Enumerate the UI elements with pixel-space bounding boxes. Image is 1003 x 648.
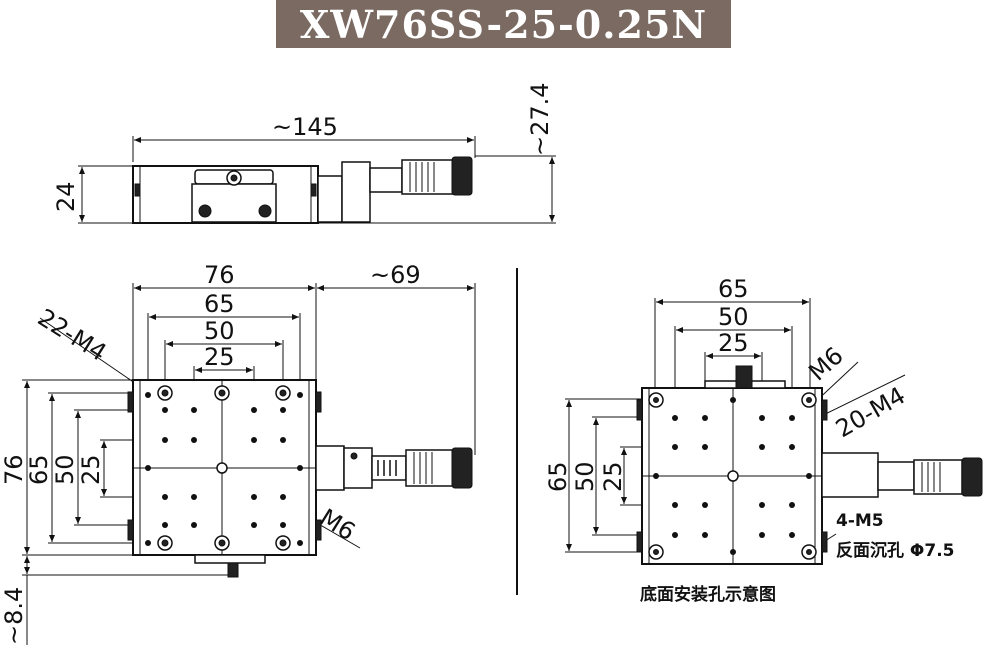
bottom-counterbore-holes xyxy=(648,392,817,560)
top-callout-22-m4: 22-M4 xyxy=(33,303,112,367)
top-view: 76 ~69 65 50 25 76 65 xyxy=(0,261,476,645)
micrometer-knob-icon xyxy=(451,156,473,196)
screw-icon xyxy=(198,204,212,218)
side-view: ~145 24 ~27.4 xyxy=(52,82,556,224)
micrometer-knob-icon xyxy=(961,457,983,497)
top-dim-76: 76 xyxy=(204,261,235,289)
top-dim-h50: 50 xyxy=(51,454,79,485)
bottom-dim-25: 25 xyxy=(718,329,749,357)
bottom-note-m5: 4-M5 xyxy=(836,511,884,531)
top-dim-69: ~69 xyxy=(370,261,421,289)
top-callout-m6: M6 xyxy=(315,503,360,546)
bottom-callout-20-m4: 20-M4 xyxy=(831,381,910,443)
screw-icon xyxy=(258,204,272,218)
side-knob-label: ~27.4 xyxy=(526,82,554,156)
bottom-dim-h50: 50 xyxy=(571,461,599,492)
bottom-dim-h25: 25 xyxy=(599,461,627,492)
bottom-tapped-holes xyxy=(653,397,812,555)
bottom-view: 65 50 25 65 50 25 M6 xyxy=(544,275,983,605)
bottom-note-counterbore: 反面沉孔 Φ7.5 xyxy=(836,540,955,561)
top-hole-pattern xyxy=(145,385,303,551)
top-dim-h65: 65 xyxy=(25,454,53,485)
title-banner: XW76SS-25-0.25N xyxy=(276,0,731,48)
top-dim-50: 50 xyxy=(204,317,235,345)
bottom-dim-50: 50 xyxy=(718,303,749,331)
side-width-label: ~145 xyxy=(272,113,338,141)
micrometer-knob-icon xyxy=(451,447,473,489)
bottom-dim-h65: 65 xyxy=(544,461,572,492)
top-dim-h25: 25 xyxy=(77,454,105,485)
model-title: XW76SS-25-0.25N xyxy=(299,1,708,47)
top-dim-h84: ~8.4 xyxy=(0,587,28,645)
bottom-view-caption: 底面安装孔示意图 xyxy=(640,584,776,605)
bottom-dim-65: 65 xyxy=(718,275,749,303)
side-height-label: 24 xyxy=(52,181,80,212)
top-dim-25: 25 xyxy=(204,343,235,371)
top-dim-h76: 76 xyxy=(0,454,28,485)
top-dim-65: 65 xyxy=(204,290,235,318)
